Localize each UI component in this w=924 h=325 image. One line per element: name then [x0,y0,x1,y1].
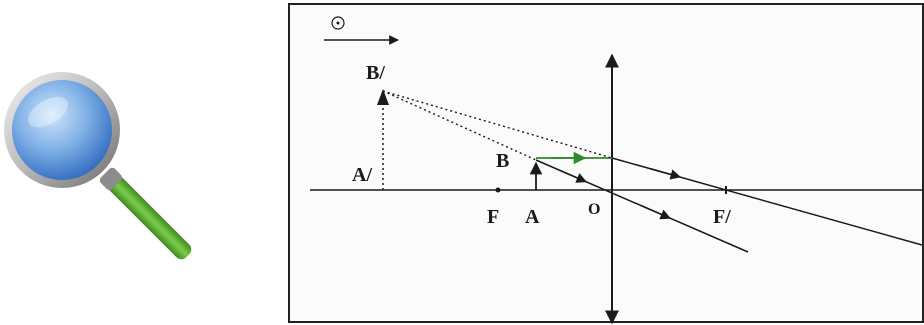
virtual-ray-extension-2 [382,90,537,161]
light-direction-indicator [324,16,399,45]
label-B-prime: B/ [366,62,385,84]
label-O: O [588,201,600,218]
ray-center-arrow-1 [559,169,587,183]
label-F: F [487,206,499,228]
label-B: B [496,150,509,172]
label-F-prime: F/ [713,206,731,228]
image-arrowhead [377,89,389,105]
label-A: A [525,206,540,228]
magnifying-glass-icon [4,72,192,260]
magnifier-handle [99,167,192,260]
magnifier-lens [4,72,120,188]
focal-point-F [495,187,501,193]
ray-refracted-arrow [649,167,682,180]
virtual-ray-extension-1 [382,90,613,159]
label-A-prime: A/ [352,164,372,186]
lens-ray-diagram: B/ A/ B A F O F/ [288,3,924,325]
ray-center-arrow-2 [639,204,671,220]
